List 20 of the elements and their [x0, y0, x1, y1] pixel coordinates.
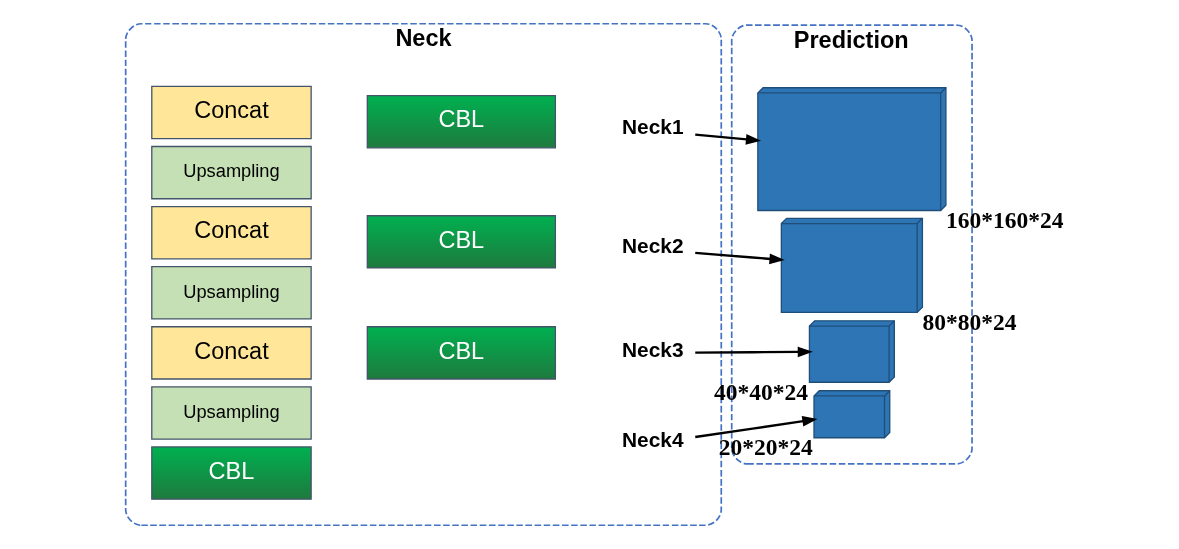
node-box: Concat	[150, 85, 312, 140]
node-label: 80*80*24	[921, 308, 1016, 335]
node-text: Neck1	[621, 115, 684, 139]
node-text: Neck4	[621, 427, 684, 451]
arrow	[694, 133, 761, 145]
node-box: Concat	[150, 205, 312, 260]
node-box: CBL	[366, 326, 556, 380]
node-label: 160*160*24	[945, 207, 1063, 233]
arrow	[694, 416, 817, 439]
node-box: Concat	[150, 326, 312, 380]
node-box: Upsampling	[150, 266, 312, 320]
node-text: Neck2	[621, 234, 684, 258]
node-box: CBL	[366, 215, 556, 269]
node-box: Upsampling	[150, 386, 312, 440]
node-text: Neck3	[621, 337, 684, 361]
arrow	[694, 251, 785, 265]
node-box: Upsampling	[150, 145, 312, 200]
node-box: CBL	[366, 94, 556, 149]
arrow	[694, 346, 813, 358]
node-box: CBL	[150, 446, 312, 500]
